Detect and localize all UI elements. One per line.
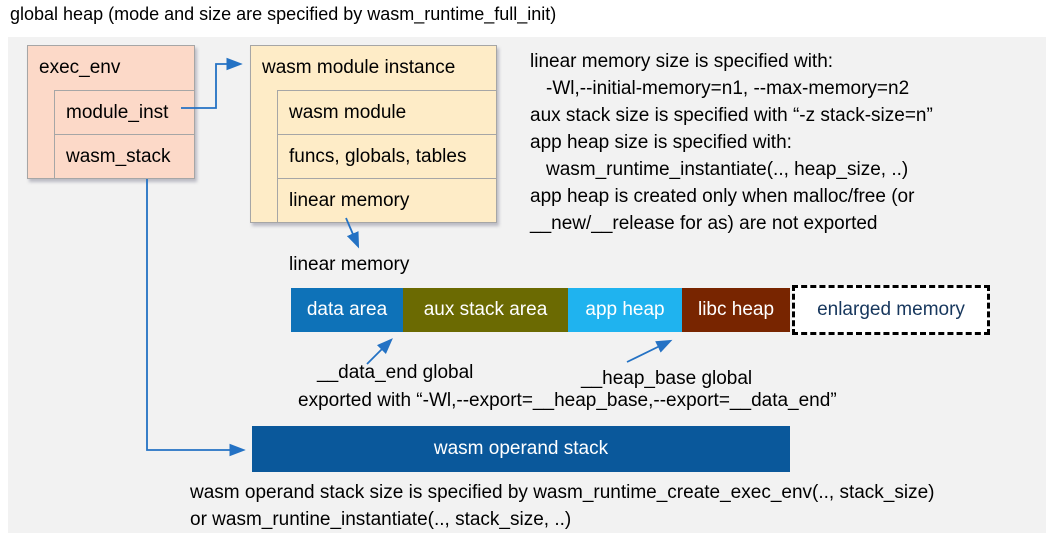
linear-memory-bar: data area aux stack area app heap libc h… <box>291 288 790 332</box>
footer-notes: wasm operand stack size is specified by … <box>190 479 935 533</box>
module-instance-row-funcs-globals-tables: funcs, globals, tables <box>278 134 496 178</box>
module-instance-row-linear-memory: linear memory <box>278 178 496 222</box>
footer-line: or wasm_runtine_instantiate(.., stack_si… <box>190 509 572 530</box>
annotation-exported-flags: exported with “-Wl,--export=__heap_base,… <box>298 390 837 411</box>
note-line: __new/__release for as) are not exported <box>530 213 878 234</box>
exec-env-title: exec_env <box>39 57 121 78</box>
note-line: wasm_runtime_instantiate(.., heap_size, … <box>546 159 909 180</box>
memory-segment-data-area: data area <box>291 288 403 332</box>
module-instance-row-wasm-module: wasm module <box>278 90 496 134</box>
page-title: global heap (mode and size are specified… <box>10 4 557 24</box>
note-line: linear memory size is specified with: <box>530 51 834 72</box>
note-line: -Wl,--initial-memory=n1, --max-memory=n2 <box>546 78 910 99</box>
operand-stack-bar: wasm operand stack <box>252 426 790 472</box>
memory-segment-app-heap: app heap <box>568 288 682 332</box>
note-line: app heap size is specified with: <box>530 132 792 153</box>
annotation-heap-base-global: __heap_base global <box>581 368 753 389</box>
module-instance-title: wasm module instance <box>262 57 456 78</box>
footer-line: wasm operand stack size is specified by … <box>190 482 935 503</box>
exec-env-box: exec_env module_inst wasm_stack <box>27 45 195 179</box>
module-instance-box: wasm module instance wasm module funcs, … <box>250 45 497 223</box>
exec-env-row-module-inst: module_inst <box>55 90 194 134</box>
module-instance-rows: wasm module funcs, globals, tables linea… <box>277 90 496 222</box>
memory-segment-enlarged-memory: enlarged memory <box>792 285 990 335</box>
exec-env-rows: module_inst wasm_stack <box>54 90 194 178</box>
note-line: aux stack size is specified with “-z sta… <box>530 105 933 126</box>
exec-env-row-wasm-stack: wasm_stack <box>55 134 194 178</box>
annotation-data-end-global: __data_end global <box>317 362 474 383</box>
memory-segment-aux-stack-area: aux stack area <box>403 288 568 332</box>
linear-memory-label: linear memory <box>289 254 410 275</box>
note-line: app heap is created only when malloc/fre… <box>530 186 915 207</box>
memory-segment-libc-heap: libc heap <box>682 288 790 332</box>
notes-block: linear memory size is specified with: -W… <box>530 48 933 237</box>
